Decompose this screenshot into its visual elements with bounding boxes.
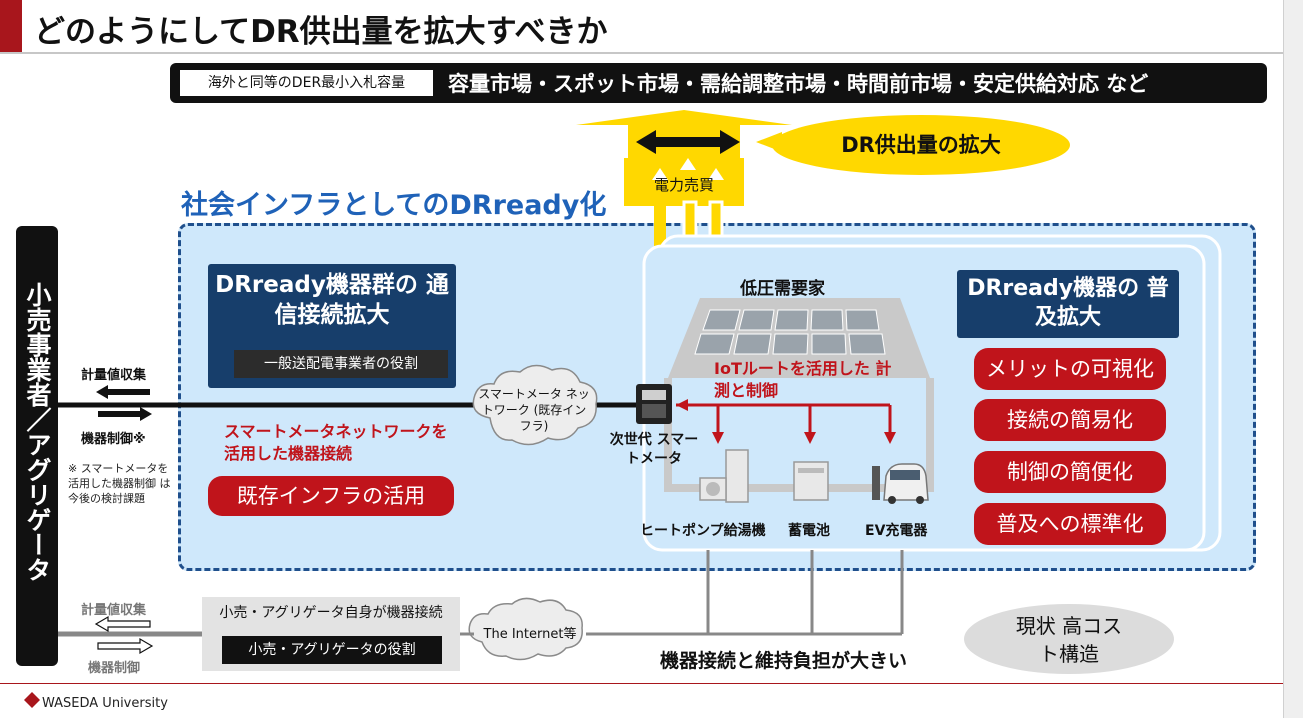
iot-route-label: IoTルートを活用した 計測と制御 [714,359,892,400]
footer-line [0,683,1283,684]
der-capacity-tag: 海外と同等のDER最小入札容量 [180,70,433,96]
battery-icon [793,461,829,501]
retailer-aggregator-bar [16,226,58,666]
footer-university: WASEDA University [42,696,168,711]
ev-charger-icon [872,463,929,504]
infra-heading: 社会インフラとしてのDRready化 [181,190,607,221]
next-gen-meter-label: 次世代 スマートメータ [609,432,699,467]
dr-expansion-ellipse: DR供出量の拡大 [772,115,1070,175]
white-arrow-stems [682,200,724,244]
markets-text: 容量市場・スポット市場・需給調整市場・時間前市場・安定供給対応 など [448,72,1149,96]
small-up-arrows [652,158,724,180]
internet-label: The Internet等 [483,627,577,642]
power-sale-label: 電力売買 [653,176,714,194]
measure-collect-label-bottom: 計量値収集 [81,603,147,618]
device-control-label-bottom: 機器制御 [88,661,141,676]
benefit-pill-1: メリットの可視化 [974,348,1166,390]
self-connect-label: 小売・アグリゲータ自身が機器接続 [219,605,443,621]
aggregator-role-label: 小売・アグリゲータの役割 [222,636,442,664]
heat-pump-icon [699,449,749,503]
dr-devices-box [957,270,1179,338]
window-edge [1283,0,1303,718]
status-text: 現状 高コスト構造 [1015,614,1123,666]
iot-route-arrowheads [676,399,896,444]
device-heat-pump-label: ヒートポンプ給湯機 [640,523,766,539]
dr-devices-title: DRready機器の 普及拡大 [967,276,1169,330]
footnote: ※ スマートメータを 活用した機器制御 は今後の検討課題 [68,462,171,505]
smart-meter-network-cloud [472,364,598,446]
gray-arrows [94,615,154,655]
low-voltage-label: 低圧需要家 [740,279,825,299]
solar-panels [694,309,886,355]
measure-collect-label: 計量値収集 [81,368,147,383]
internet-lines [58,550,904,637]
burden-text: 機器接続と維持負担が大きい [660,650,908,672]
smart-meter-network-text: スマートメータ ネットワーク (既存インフラ) [478,387,590,433]
device-battery-label: 蓄電池 [788,523,830,539]
benefit-pill-4: 普及への標準化 [974,503,1166,545]
title-accent [0,0,22,52]
iot-route-lines [676,403,892,432]
measure-arrows [96,385,152,421]
power-sale-arrow-head [576,110,792,158]
benefit-pill-3: 制御の簡便化 [974,451,1166,493]
device-control-note-label: 機器制御※ [81,432,146,447]
status-ellipse: 現状 高コスト構造 [964,604,1174,674]
page-title: どのようにしてDR供出量を拡大すべきか [34,14,608,50]
device-group-title: DRready機器群の 通信接続拡大 [215,272,449,328]
benefit-pill-2: 接続の簡易化 [974,399,1166,441]
internet-cloud [468,597,583,661]
smart-meter-network-description: スマートメータネットワークを 活用した機器接続 [224,422,448,463]
actor-text: 小売事業者／アグリゲータ [23,282,52,582]
transmission-role-label: 一般送配電事業者の役割 [234,350,448,378]
waseda-logo-icon [24,692,40,708]
title-bar [0,0,1283,54]
device-ev-charger-label: EV充電器 [865,523,928,539]
bidirectional-arrow-icon [636,130,740,154]
retailer-aggregator-label: 小売事業者／アグリゲータ [16,282,58,582]
existing-infra-pill: 既存インフラの活用 [208,476,454,516]
